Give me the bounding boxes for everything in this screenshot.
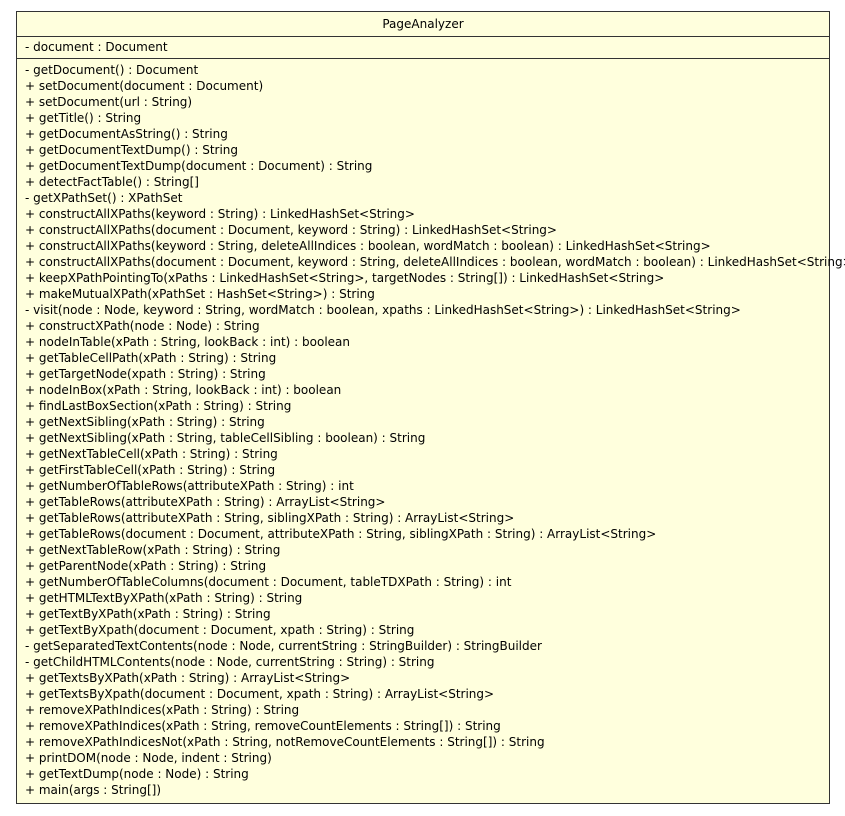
- method-row: + removeXPathIndices(xPath : String) : S…: [25, 703, 300, 717]
- method-row: + getFirstTableCell(xPath : String) : St…: [25, 463, 276, 477]
- method-row: + getTextsByXPath(xPath : String) : Arra…: [25, 671, 351, 685]
- method-row: - getXPathSet() : XPathSet: [25, 191, 183, 205]
- method-row: + constructXPath(node : Node) : String: [25, 319, 260, 333]
- method-row: + constructAllXPaths(keyword : String, d…: [25, 239, 711, 253]
- method-row: + getTextsByXpath(document : Document, x…: [25, 687, 495, 701]
- method-row: + setDocument(url : String): [25, 95, 193, 109]
- method-row: + getTargetNode(xpath : String) : String: [25, 367, 266, 381]
- method-row: + getNextSibling(xPath : String, tableCe…: [25, 431, 426, 445]
- method-row: + getNextTableRow(xPath : String) : Stri…: [25, 543, 281, 557]
- method-row: - getChildHTMLContents(node : Node, curr…: [25, 655, 435, 669]
- method-row: + getNextTableCell(xPath : String) : Str…: [25, 447, 278, 461]
- method-row: + getDocumentTextDump() : String: [25, 143, 239, 157]
- method-row: + constructAllXPaths(keyword : String) :…: [25, 207, 415, 221]
- method-row: + getParentNode(xPath : String) : String: [25, 559, 267, 573]
- method-row: + getTextByXPath(xPath : String) : Strin…: [25, 607, 271, 621]
- method-row: + setDocument(document : Document): [25, 79, 264, 93]
- method-row: - getDocument() : Document: [25, 63, 199, 77]
- attribute-compartment: - document : Document: [17, 37, 829, 59]
- method-row: + getTitle() : String: [25, 111, 142, 125]
- method-row: + findLastBoxSection(xPath : String) : S…: [25, 399, 292, 413]
- method-row: + keepXPathPointingTo(xPaths : LinkedHas…: [25, 271, 665, 285]
- method-row: + printDOM(node : Node, indent : String): [25, 751, 272, 765]
- method-row: + main(args : String[]): [25, 783, 162, 797]
- method-row: + getTableRows(attributeXPath : String, …: [25, 511, 515, 525]
- method-row: + nodeInBox(xPath : String, lookBack : i…: [25, 383, 342, 397]
- method-row: + getDocumentTextDump(document : Documen…: [25, 159, 373, 173]
- method-row: + getNumberOfTableRows(attributeXPath : …: [25, 479, 354, 493]
- attribute-row: - document : Document: [25, 40, 168, 54]
- method-row: + constructAllXPaths(document : Document…: [25, 255, 845, 269]
- method-row: + nodeInTable(xPath : String, lookBack :…: [25, 335, 350, 349]
- method-row: + getNumberOfTableColumns(document : Doc…: [25, 575, 512, 589]
- method-row: + makeMutualXPath(xPathSet : HashSet<Str…: [25, 287, 375, 301]
- uml-class-box: PageAnalyzer - document : Document - get…: [16, 11, 845, 804]
- method-row: + getTableCellPath(xPath : String) : Str…: [25, 351, 277, 365]
- method-row: + removeXPathIndicesNot(xPath : String, …: [25, 735, 545, 749]
- method-row: + getDocumentAsString() : String: [25, 127, 228, 141]
- method-row: - getSeparatedTextContents(node : Node, …: [25, 639, 542, 653]
- method-row: + getHTMLTextByXPath(xPath : String) : S…: [25, 591, 303, 605]
- method-row: - visit(node : Node, keyword : String, w…: [25, 303, 741, 317]
- method-row: + detectFactTable() : String[]: [25, 175, 199, 189]
- method-row: + getTableRows(attributeXPath : String) …: [25, 495, 386, 509]
- method-row: + getTextByXpath(document : Document, xp…: [25, 623, 415, 637]
- method-row: + getTableRows(document : Document, attr…: [25, 527, 657, 541]
- method-row: + constructAllXPaths(document : Document…: [25, 223, 557, 237]
- class-name: PageAnalyzer: [17, 12, 829, 37]
- method-compartment: - getDocument() : Document + setDocument(…: [17, 59, 845, 798]
- method-row: + removeXPathIndices(xPath : String, rem…: [25, 719, 501, 733]
- method-row: + getTextDump(node : Node) : String: [25, 767, 249, 781]
- method-row: + getNextSibling(xPath : String) : Strin…: [25, 415, 265, 429]
